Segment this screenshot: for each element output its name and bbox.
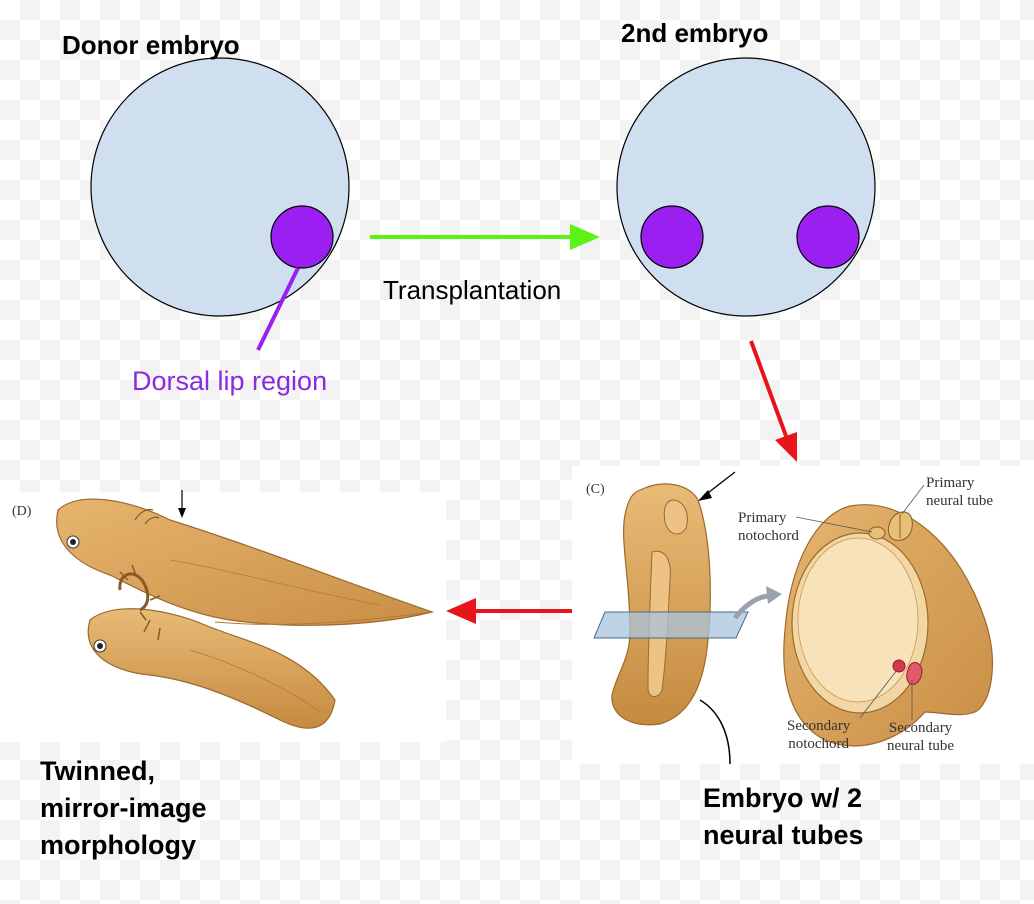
second-embryo — [616, 57, 876, 317]
neurula-illustration — [593, 471, 994, 765]
secondary-notochord-label: Secondary notochord — [787, 718, 851, 752]
donor-embryo-title: Donor embryo — [62, 30, 240, 60]
primary-neural-tube-label: Primary neural tube — [926, 475, 994, 509]
dorsal-lip-pointer-line — [256, 267, 300, 351]
red-arrow-to-panel-c — [749, 340, 797, 462]
dorsal-lip-label: Dorsal lip region — [132, 366, 328, 396]
secondary-neural-tube-label: Secondary neural tube — [887, 720, 955, 754]
host-dorsal-lip — [640, 205, 704, 269]
donor-dorsal-lip — [270, 205, 334, 269]
grafted-dorsal-lip — [796, 205, 860, 269]
second-embryo-title: 2nd embryo — [621, 18, 769, 48]
panel-c-caption: Embryo w/ 2 neural tubes — [703, 783, 864, 850]
panel-d-caption: Twinned, mirror-image morphology — [40, 756, 207, 860]
red-arrow-to-panel-d — [446, 598, 572, 624]
donor-embryo — [90, 57, 350, 317]
transplantation-label: Transplantation — [383, 275, 562, 305]
primary-notochord-label: Primary notochord — [738, 510, 799, 544]
transplantation-arrow — [370, 224, 600, 250]
panel-d-letter: (D) — [12, 504, 32, 519]
twinned-embryo-illustration — [56, 490, 435, 729]
panel-c-letter: (C) — [586, 482, 605, 497]
